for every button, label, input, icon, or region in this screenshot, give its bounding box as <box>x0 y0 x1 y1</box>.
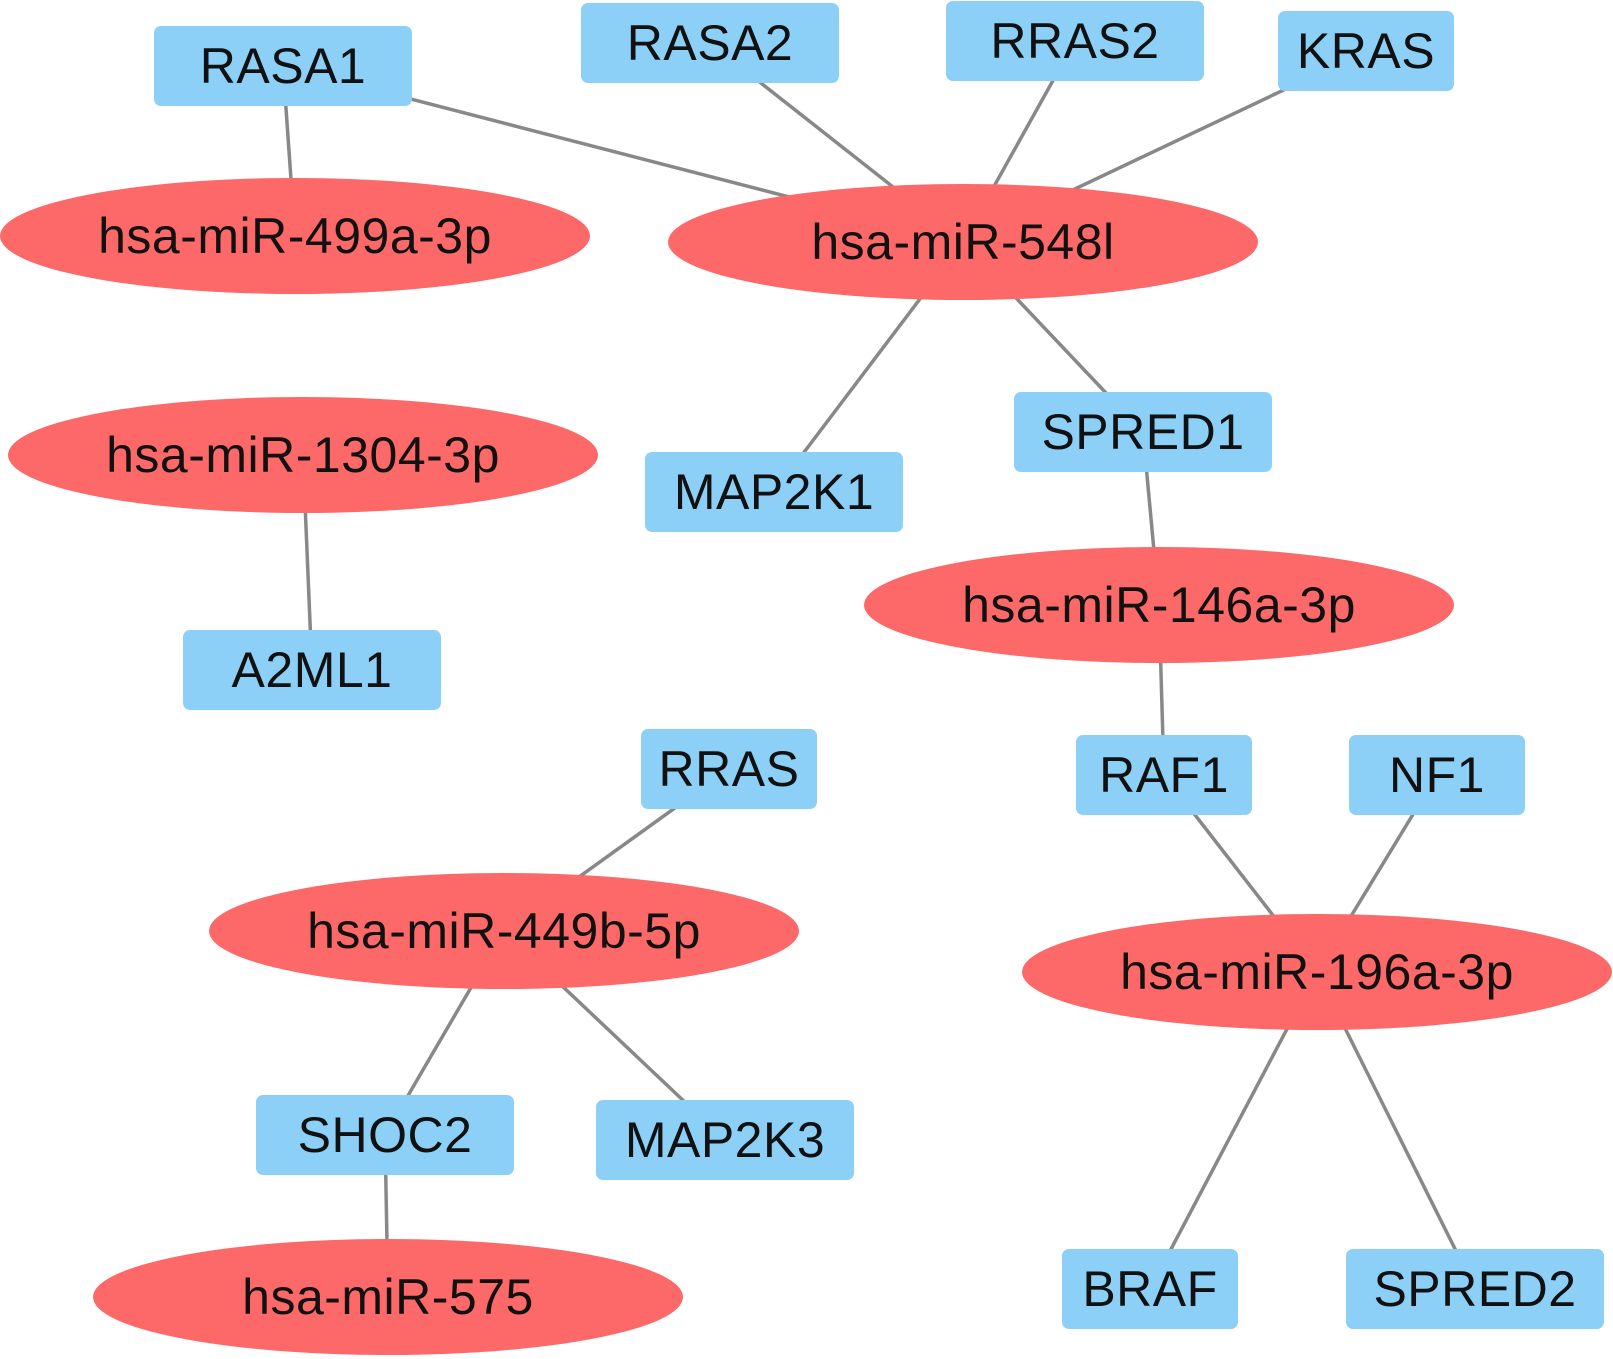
node-label: MAP2K1 <box>674 464 874 520</box>
gene-node-map2k3: MAP2K3 <box>596 1100 854 1180</box>
mirna-node-mir-548l: hsa-miR-548l <box>668 184 1258 300</box>
gene-node-map2k1: MAP2K1 <box>645 452 903 532</box>
gene-node-rras: RRAS <box>641 729 817 809</box>
node-label: RRAS <box>659 741 800 797</box>
gene-box <box>596 1100 854 1180</box>
gene-node-a2ml1: A2ML1 <box>183 630 441 710</box>
gene-box <box>1062 1249 1238 1329</box>
gene-box <box>1278 11 1454 91</box>
gene-node-nf1: NF1 <box>1349 735 1525 815</box>
gene-box <box>645 452 903 532</box>
node-label: hsa-miR-499a-3p <box>98 208 492 264</box>
node-label: hsa-miR-548l <box>811 214 1114 270</box>
node-label: SPRED2 <box>1373 1261 1576 1317</box>
node-label: MAP2K3 <box>625 1112 825 1168</box>
mirna-node-mir-196a-3p: hsa-miR-196a-3p <box>1022 914 1612 1030</box>
node-label: RAF1 <box>1099 747 1229 803</box>
gene-box <box>1076 735 1252 815</box>
mirna-ellipse <box>864 547 1454 663</box>
gene-box <box>1349 735 1525 815</box>
gene-node-kras: KRAS <box>1278 11 1454 91</box>
mirna-node-mir-499a-3p: hsa-miR-499a-3p <box>0 178 590 294</box>
node-label: SHOC2 <box>298 1107 473 1163</box>
mirna-ellipse <box>0 178 590 294</box>
node-label: RRAS2 <box>990 13 1159 69</box>
gene-box <box>1014 392 1272 472</box>
mirna-ellipse <box>1022 914 1612 1030</box>
gene-box <box>946 1 1204 81</box>
node-label: NF1 <box>1389 747 1485 803</box>
mirna-ellipse <box>93 1239 683 1355</box>
gene-box <box>581 3 839 83</box>
gene-node-rras2: RRAS2 <box>946 1 1204 81</box>
node-label: hsa-miR-575 <box>242 1269 534 1325</box>
mirna-node-mir-449b-5p: hsa-miR-449b-5p <box>209 873 799 989</box>
mirna-node-mir-146a-3p: hsa-miR-146a-3p <box>864 547 1454 663</box>
node-label: KRAS <box>1297 23 1435 79</box>
node-label: hsa-miR-146a-3p <box>962 577 1356 633</box>
gene-box <box>154 26 412 106</box>
mirna-node-mir-1304-3p: hsa-miR-1304-3p <box>8 397 598 513</box>
mirna-node-mir-575: hsa-miR-575 <box>93 1239 683 1355</box>
node-label: A2ML1 <box>232 642 393 698</box>
gene-node-spred2: SPRED2 <box>1346 1249 1604 1329</box>
gene-box <box>256 1095 514 1175</box>
node-label: SPRED1 <box>1041 404 1244 460</box>
node-label: hsa-miR-449b-5p <box>307 903 701 959</box>
mirna-ellipse <box>8 397 598 513</box>
gene-node-shoc2: SHOC2 <box>256 1095 514 1175</box>
mirna-ellipse <box>668 184 1258 300</box>
gene-node-rasa1: RASA1 <box>154 26 412 106</box>
gene-node-raf1: RAF1 <box>1076 735 1252 815</box>
node-label: RASA1 <box>200 38 366 94</box>
node-label: hsa-miR-196a-3p <box>1120 944 1514 1000</box>
node-label: BRAF <box>1082 1261 1217 1317</box>
gene-box <box>183 630 441 710</box>
gene-box <box>1346 1249 1604 1329</box>
node-label: hsa-miR-1304-3p <box>106 427 500 483</box>
gene-node-rasa2: RASA2 <box>581 3 839 83</box>
gene-node-braf: BRAF <box>1062 1249 1238 1329</box>
gene-box <box>641 729 817 809</box>
node-label: RASA2 <box>627 15 793 71</box>
gene-node-spred1: SPRED1 <box>1014 392 1272 472</box>
mirna-ellipse <box>209 873 799 989</box>
